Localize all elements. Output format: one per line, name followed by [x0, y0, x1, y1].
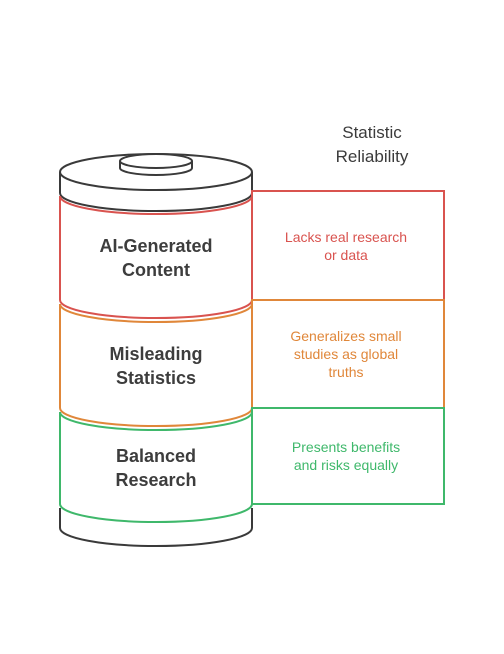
desc-misleading-line2: studies as global	[294, 346, 398, 362]
desc-balanced-line1: Presents benefits	[292, 439, 400, 455]
diagram-title-line2: Reliability	[336, 147, 409, 166]
segment-misleading-label-line2: Statistics	[116, 368, 196, 388]
segment-misleading-body	[59, 303, 253, 427]
segment-balanced-label-line1: Balanced	[116, 446, 196, 466]
desc-ai-generated-line2: or data	[324, 247, 368, 263]
desc-box-misleading	[251, 299, 445, 409]
segment-misleading-statistics: Misleading Statistics Generalizes small …	[59, 299, 445, 427]
segment-balanced-label-line2: Research	[115, 470, 196, 490]
segment-ai-generated-body	[59, 195, 253, 319]
segment-balanced-body	[59, 411, 253, 523]
segment-misleading-label-line1: Misleading	[109, 344, 202, 364]
segment-ai-generated-content: AI-Generated Content Lacks real research…	[59, 190, 445, 319]
desc-box-ai-generated	[251, 190, 445, 301]
desc-misleading-line1: Generalizes small	[290, 328, 401, 344]
battery-top-cap	[59, 153, 253, 212]
desc-balanced-line2: and risks equally	[294, 457, 398, 473]
desc-ai-generated-line1: Lacks real research	[285, 229, 407, 245]
desc-misleading-line3: truths	[328, 364, 363, 380]
segment-ai-generated-label-line1: AI-Generated	[99, 236, 212, 256]
segment-ai-generated-label-line2: Content	[122, 260, 190, 280]
segment-balanced-research: Balanced Research Presents benefits and …	[59, 407, 445, 523]
diagram-title-line1: Statistic	[342, 123, 402, 142]
desc-box-balanced	[251, 407, 445, 505]
